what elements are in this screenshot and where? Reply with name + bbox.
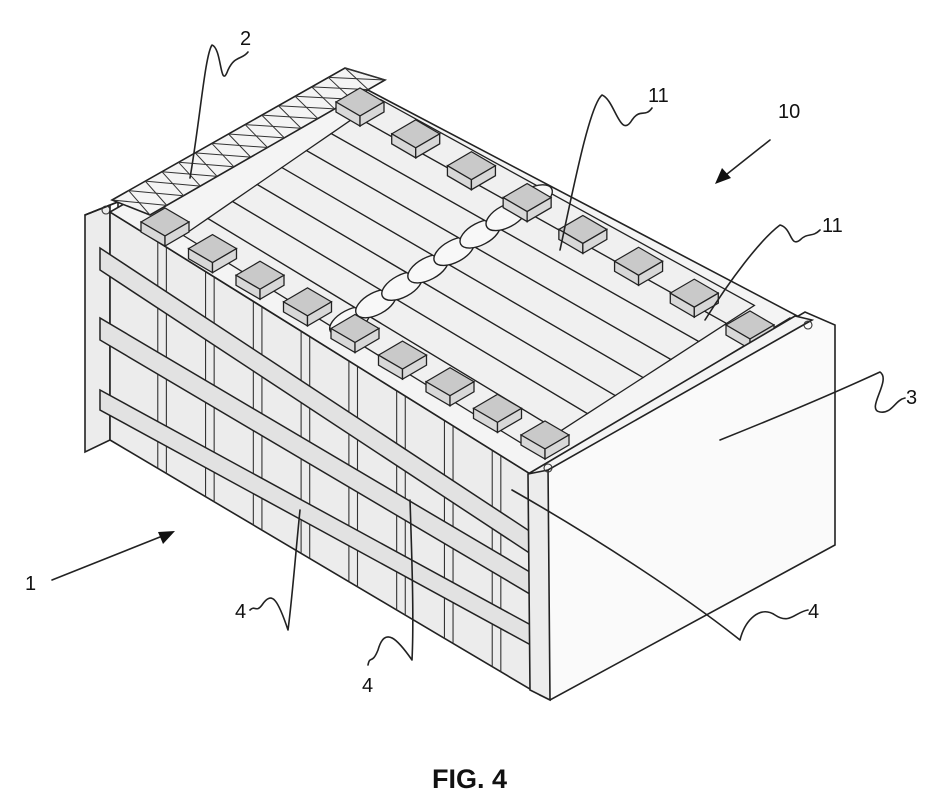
ref-2: 2: [240, 28, 251, 50]
ref-3: 3: [906, 387, 917, 409]
arrow-10: [715, 140, 770, 184]
ref-10: 10: [778, 101, 800, 123]
ref-4-left: 4: [235, 601, 246, 623]
ref-4-middle: 4: [362, 675, 373, 697]
arrow-1: [52, 531, 175, 580]
ref-1: 1: [25, 573, 36, 595]
ref-11-upper: 11: [648, 85, 669, 107]
figure-caption: FIG. 4: [432, 764, 507, 791]
ref-4-right: 4: [808, 601, 819, 623]
ref-11-right: 11: [822, 215, 843, 237]
